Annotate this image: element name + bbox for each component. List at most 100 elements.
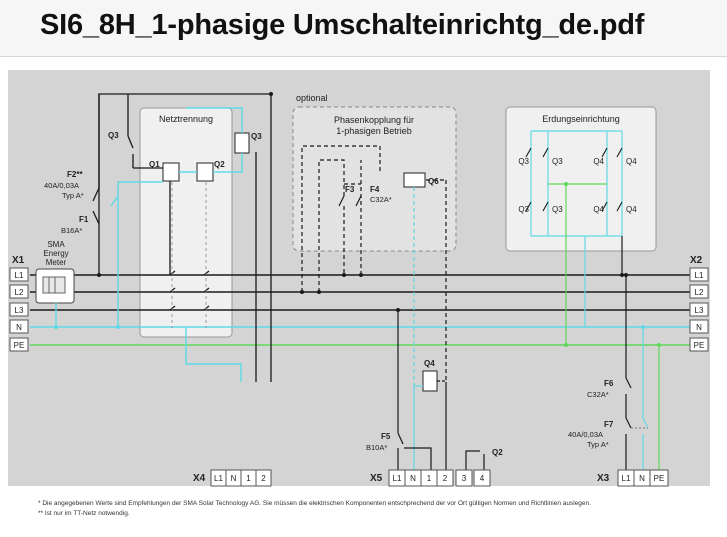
energy-meter: SMA Energy Meter <box>35 240 75 329</box>
erdungseinrichtung-box <box>505 106 657 252</box>
junction-dot <box>641 325 645 329</box>
q2-bottom-label: Q2 <box>492 448 503 457</box>
x4-label: X4 <box>193 473 206 484</box>
x2-pe: PE <box>694 341 705 350</box>
phasenkopplung-label-1: Phasenkopplung für <box>334 115 414 125</box>
f7-spec-2: Typ A* <box>587 440 609 449</box>
q3-right-label: Q3 <box>251 132 262 141</box>
f6-label: F6 <box>604 379 614 388</box>
x1-l1: L1 <box>15 271 24 280</box>
erdung-top-1: Q3 <box>552 157 563 166</box>
junction-dot <box>300 290 304 294</box>
x1-terminals: L1 L2 L3 N PE <box>9 267 29 352</box>
netztrennung-relays <box>162 132 250 182</box>
erdung-bottom-1: Q3 <box>552 205 563 214</box>
junction-dot <box>342 273 346 277</box>
f5-spec: B10A* <box>366 443 387 452</box>
netztrennung-box <box>139 107 233 338</box>
f7-label: F7 <box>604 420 614 429</box>
x2-l3: L3 <box>695 306 704 315</box>
q6-label: Q6 <box>428 177 439 186</box>
svg-text:SMA: SMA <box>47 240 65 249</box>
svg-text:PE: PE <box>654 474 665 483</box>
x4-terminal-block: L1 N 1 2 <box>210 469 272 487</box>
junction-dot <box>116 325 120 329</box>
junction-dot <box>624 273 628 277</box>
left-wiring <box>92 93 272 382</box>
svg-text:Meter: Meter <box>46 258 67 267</box>
footnote-1: * Die angegebenen Werte sind Empfehlunge… <box>38 500 591 507</box>
x2-n: N <box>696 323 702 332</box>
phasenkopplung-box <box>292 106 457 252</box>
erdung-top-0: Q3 <box>518 157 529 166</box>
svg-text:N: N <box>639 474 645 483</box>
optional-label: optional <box>296 93 328 103</box>
control-lines-netztrennung <box>171 182 207 328</box>
erdung-label: Erdungseinrichtung <box>542 114 620 124</box>
document-title: SI6_8H_1-phasige Umschalteinrichtg_de.pd… <box>40 9 645 41</box>
junction-dot <box>620 273 624 277</box>
svg-text:L1: L1 <box>622 474 631 483</box>
document-title-bar: SI6_8H_1-phasige Umschalteinrichtg_de.pd… <box>0 0 727 57</box>
phasenkopplung-wiring <box>301 145 447 382</box>
x3-wiring <box>625 275 660 471</box>
f3-label: F3 <box>345 185 355 194</box>
svg-text:2: 2 <box>443 474 448 483</box>
junction-dot <box>396 308 400 312</box>
f4-spec: C32A* <box>370 195 392 204</box>
q4-label: Q4 <box>424 359 435 368</box>
svg-text:4: 4 <box>480 474 485 483</box>
svg-text:L1: L1 <box>393 474 402 483</box>
erdung-switch-blades <box>525 147 623 212</box>
f2-spec-1: 40A/0,03A <box>44 181 79 190</box>
f1-spec: B16A* <box>61 226 82 235</box>
svg-text:2: 2 <box>261 474 266 483</box>
f2-label: F2** <box>67 170 83 179</box>
x5-wiring <box>397 310 485 471</box>
x1-l3: L3 <box>15 306 24 315</box>
f4-label: F4 <box>370 185 380 194</box>
x2-l1: L1 <box>695 271 704 280</box>
junction-dot <box>317 290 321 294</box>
svg-text:Energy: Energy <box>43 249 68 258</box>
x2-l2: L2 <box>695 288 704 297</box>
phasenkopplung-switches <box>338 195 362 207</box>
q3-top-label: Q3 <box>108 131 119 140</box>
x3-label: X3 <box>597 473 610 484</box>
x1-label: X1 <box>12 255 25 266</box>
footnote-2: ** Ist nur im TT-Netz notwendig. <box>38 510 130 517</box>
svg-text:1: 1 <box>427 474 432 483</box>
junction-dot <box>269 92 273 96</box>
svg-text:1: 1 <box>246 474 251 483</box>
svg-text:L1: L1 <box>214 474 223 483</box>
wiring-diagram: optional Netztrennung Phasenkopplung für… <box>8 70 710 487</box>
cyan-wiring-left <box>110 107 243 382</box>
svg-text:N: N <box>231 474 237 483</box>
x1-n: N <box>16 323 22 332</box>
f2-spec-2: Typ A* <box>62 191 84 200</box>
junction-dot <box>564 182 568 186</box>
x3-terminal-block: L1 N PE <box>617 469 669 487</box>
erdung-bottom-2: Q4 <box>593 205 604 214</box>
erdung-bottom-3: Q4 <box>626 205 637 214</box>
erdung-top-2: Q4 <box>593 157 604 166</box>
erdung-top-3: Q4 <box>626 157 637 166</box>
x5-terminal-block: L1 N 1 2 3 4 <box>388 469 491 487</box>
x2-terminals: L1 L2 L3 N PE <box>689 267 709 352</box>
q2-label: Q2 <box>214 160 225 169</box>
x5-label: X5 <box>370 473 383 484</box>
junction-dot <box>359 273 363 277</box>
junction-dot <box>657 343 661 347</box>
f6-spec: C32A* <box>587 390 609 399</box>
q1-label: Q1 <box>149 160 160 169</box>
svg-text:N: N <box>410 474 416 483</box>
f1-label: F1 <box>79 215 89 224</box>
x1-l2: L2 <box>15 288 24 297</box>
netztrennung-label: Netztrennung <box>159 114 213 124</box>
q6-relay <box>403 172 426 188</box>
f5-label: F5 <box>381 432 391 441</box>
f7-spec-1: 40A/0,03A <box>568 430 603 439</box>
x1-pe: PE <box>14 341 25 350</box>
svg-text:3: 3 <box>462 474 467 483</box>
x2-label: X2 <box>690 255 703 266</box>
